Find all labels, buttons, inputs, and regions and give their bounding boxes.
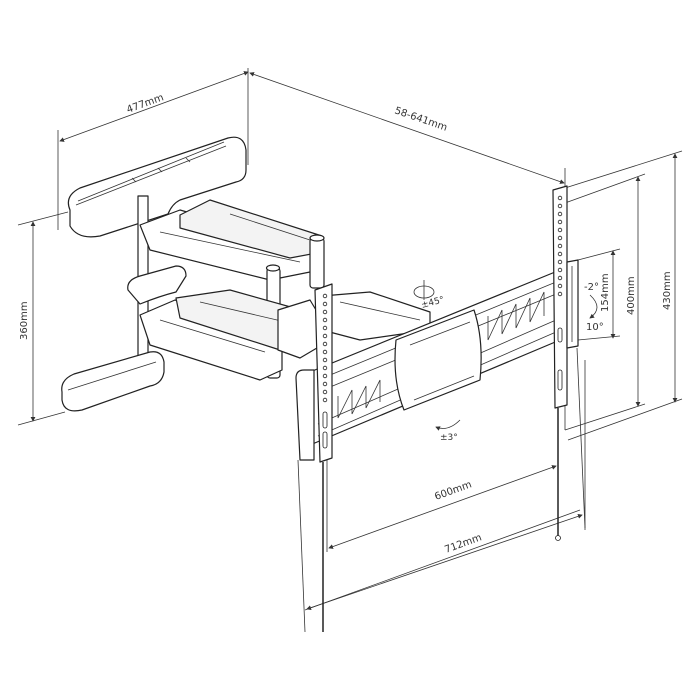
label-154mm: 154mm <box>600 273 611 312</box>
right-vesa-bracket <box>552 185 586 541</box>
label-tilt-up: -2° <box>584 282 599 293</box>
swivel-indicator <box>413 280 435 300</box>
right-bracket-holes <box>557 195 563 297</box>
label-tilt-down: 10° <box>586 322 604 333</box>
rotation-indicator <box>435 419 461 431</box>
articulating-arms <box>127 199 431 381</box>
dimension-lines <box>17 68 683 611</box>
label-430mm: 430mm <box>662 271 673 310</box>
label-360mm: 360mm <box>19 301 30 340</box>
label-rotation: ±3° <box>440 433 458 443</box>
tilt-indicator <box>589 294 598 319</box>
left-bracket-holes <box>322 293 328 403</box>
label-477mm: 477mm <box>125 92 165 116</box>
label-600mm: 600mm <box>433 479 473 503</box>
label-58-641mm: 58-641mm <box>393 105 448 133</box>
horizontal-rail <box>309 269 561 446</box>
label-400mm: 400mm <box>626 276 637 315</box>
left-vesa-bracket <box>295 283 333 633</box>
